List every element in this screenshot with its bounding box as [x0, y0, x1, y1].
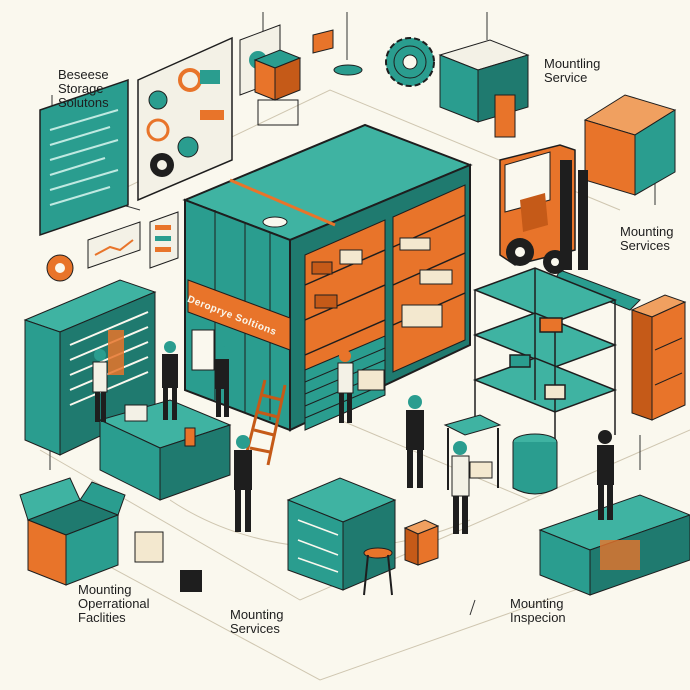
- stool: [363, 547, 393, 596]
- workers: [92, 341, 614, 534]
- ladder: [243, 379, 287, 466]
- label-line: Mounting: [230, 607, 284, 622]
- label-mounting-services-right: Mounting Services: [620, 225, 673, 253]
- top-crates: [253, 29, 363, 126]
- label-line: Service: [544, 70, 588, 85]
- platform-right: [538, 494, 690, 596]
- orange-box-right: [583, 94, 677, 196]
- worker-building-door: [215, 346, 229, 417]
- label-line: Beseese: [58, 67, 109, 82]
- orange-crate-bottom: [403, 519, 440, 566]
- shelf-cabinet-bottom: [286, 477, 397, 591]
- label-line: Storage: [58, 81, 104, 96]
- worker-ladder: [234, 435, 252, 532]
- worker-bench: [162, 341, 178, 420]
- workbench: [98, 399, 232, 501]
- label-mounting-service-top: Mountling Service: [544, 57, 600, 85]
- worker-shelf-left: [92, 349, 108, 422]
- worker-shutter: [337, 350, 354, 423]
- label-operational-facilities: Mounting Operrational Faclities: [78, 583, 150, 625]
- worker-cart: [451, 441, 470, 534]
- worker-platform: [597, 430, 614, 520]
- label-line: Mounting: [510, 596, 564, 611]
- shelving-rack-right: [472, 267, 618, 460]
- building-sign: [187, 279, 291, 351]
- dashboard-panels: [39, 24, 281, 237]
- label-line: Services: [620, 238, 670, 253]
- label-line: Mounting: [620, 224, 674, 239]
- gear-icon: [385, 37, 435, 87]
- open-box: [19, 477, 126, 586]
- label-storage-solutions: Beseese Storage Solutons: [58, 68, 109, 110]
- label-mounting-inspection: Mounting Inspecion: [510, 597, 566, 625]
- label-line: Mountling: [544, 56, 601, 71]
- label-line: Solutons: [58, 95, 109, 110]
- label-line: Mounting: [78, 582, 132, 597]
- label-line: Faclities: [78, 610, 126, 625]
- label-line: Services: [230, 621, 280, 636]
- inspection-cart: [443, 414, 502, 490]
- barrel: [512, 433, 558, 495]
- label-line: Inspecion: [510, 610, 566, 625]
- storage-cabinet-top-right: [438, 39, 530, 138]
- label-mounting-services-bottom: Mounting Services: [230, 608, 283, 636]
- forklift: [499, 144, 641, 311]
- tall-cabinet-right: [630, 294, 687, 421]
- label-line: Operrational: [78, 596, 150, 611]
- small-boxes-bottom-left: [134, 531, 202, 592]
- worker-center: [406, 395, 424, 488]
- wall-cards: [46, 211, 179, 282]
